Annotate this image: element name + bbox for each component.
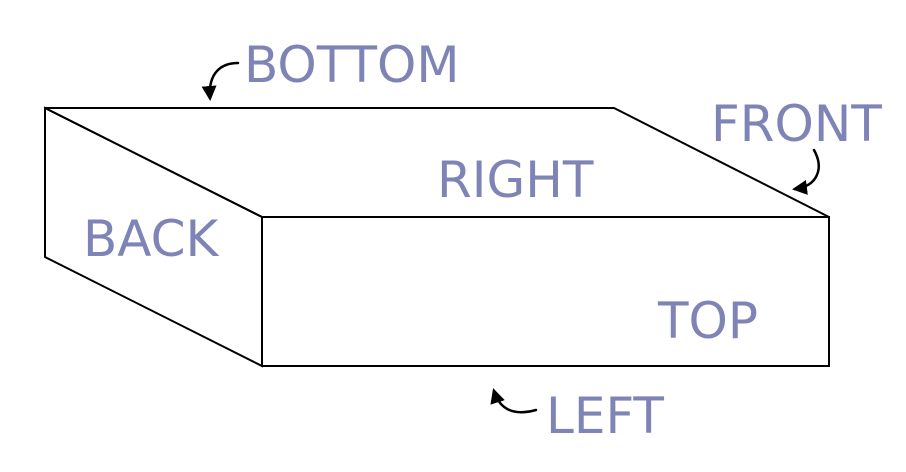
label-bottom: BOTTOM — [244, 36, 459, 94]
box-front-face — [261, 216, 830, 367]
label-left: LEFT — [546, 387, 664, 445]
front-pointer-arrow — [792, 148, 820, 195]
label-top: TOP — [657, 292, 758, 350]
label-back: BACK — [83, 210, 220, 268]
label-front: FRONT — [711, 95, 882, 153]
box-outline — [44, 106, 830, 368]
bottom-pointer-arrow — [201, 61, 240, 101]
label-right: RIGHT — [437, 151, 594, 209]
left-pointer-arrow — [490, 388, 538, 414]
